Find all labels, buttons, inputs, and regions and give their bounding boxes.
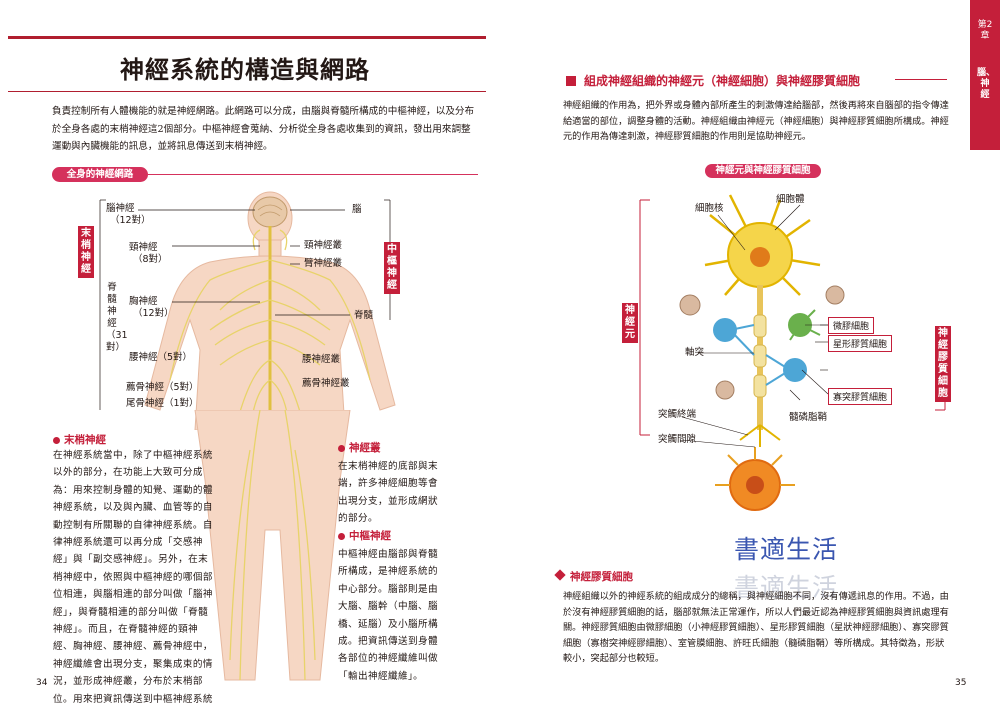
diamond-bullet-icon — [554, 569, 566, 581]
label-synapse: 突觸間隙 — [658, 434, 697, 445]
text-glia: 神經組織以外的神經系統的組成成分的總稱，與神經細胞不同，沒有傳遞訊息的作用。不過… — [563, 591, 949, 664]
bullet-icon — [338, 532, 345, 540]
figure-label-rule — [148, 174, 478, 175]
label-cell-body: 細胞體 — [776, 194, 805, 205]
heading-rule — [895, 79, 947, 80]
tag-neuron: 神經元 — [622, 303, 638, 343]
label-cervical: 頸神經 — [129, 242, 158, 253]
label-spinal-nerve: 脊髓神經 — [107, 282, 117, 329]
label-lumbar: 腰神經（5對） — [129, 352, 193, 363]
label-coccygeal: 尾骨神經（1對） — [126, 398, 199, 409]
heading-central: 中樞神經 — [338, 528, 391, 543]
bullet-icon — [53, 436, 60, 444]
label-cranial: 腦神經 — [106, 203, 135, 214]
square-bullet-icon — [566, 76, 576, 86]
figure-label: 全身的神經網路 — [52, 167, 148, 182]
label-myelin: 髓磷脂鞘 — [789, 412, 828, 423]
section-heading: 組成神經組織的神經元（神經細胞）與神經膠質細胞 — [566, 72, 860, 89]
bullet-icon — [338, 444, 345, 452]
chapter-tab: 第2章 腦、神經 — [970, 0, 1000, 150]
label-thoracic: 胸神經 — [129, 296, 158, 307]
heading-peripheral: 末梢神經 — [53, 432, 106, 447]
watermark: 書適生活 — [734, 535, 839, 564]
heading-glia: 神經膠質細胞 — [554, 569, 633, 584]
page-number-left: 34 — [36, 678, 48, 688]
title-rule — [8, 36, 486, 106]
label-sacral-plexus: 薦骨神經叢 — [302, 378, 350, 389]
label-sacral: 薦骨神經（5對） — [126, 382, 199, 393]
label-terminal: 突觸終端 — [658, 409, 697, 420]
page-number-right: 35 — [955, 678, 967, 688]
label-cranial-count: （12對） — [110, 215, 151, 226]
watermark-shadow: 書適生活 — [734, 573, 839, 602]
neuron-diagram — [639, 194, 946, 511]
label-brachial-plexus: 臂神經叢 — [304, 258, 343, 269]
label-microglia: 微膠細胞 — [828, 317, 875, 334]
tag-glia: 神經膠質細胞 — [935, 326, 951, 402]
right-intro: 神經組織的作用為，把外界或身體內部所產生的刺激傳達給腦部，然後再將來自腦部的指令… — [563, 100, 949, 142]
label-thoracic-count: （12對） — [133, 308, 174, 319]
label-brain: 腦 — [352, 204, 362, 215]
text-peripheral: 在神經系統當中，除了中樞神經系統以外的部分，在功能上大致可分成為：用來控制身體的… — [53, 450, 213, 705]
heading-ganglion: 神經叢 — [338, 440, 381, 455]
tag-central: 中樞神經 — [384, 242, 400, 294]
label-spinal-cord: 脊髓 — [354, 310, 374, 321]
label-oligodendrocyte: 寡突膠質細胞 — [828, 388, 893, 405]
label-lumbar-plexus: 腰神經叢 — [302, 354, 341, 365]
label-nucleus: 細胞核 — [695, 203, 724, 214]
chapter-topic: 腦、神經 — [977, 68, 996, 100]
page-title: 神經系統的構造與網路 — [120, 56, 370, 84]
label-axon: 軸突 — [685, 347, 705, 358]
label-cervical-count: （8對） — [133, 254, 168, 265]
body-legs — [194, 410, 351, 681]
label-spinal-count: （31對） — [106, 330, 128, 353]
figure-label-neuron: 神經元與神經膠質細胞 — [705, 164, 821, 178]
tag-peripheral: 末梢神經 — [78, 226, 94, 278]
label-astrocyte: 星形膠質細胞 — [828, 335, 893, 352]
text-ganglion: 在末梢神經的底部與末端，許多神經細胞等會出現分支，並形成網狀的部分。 — [338, 461, 438, 525]
text-central: 中樞神經由腦部與脊髓所構成，是神經系統的中心部分。腦部則是由大腦、腦幹（中腦、腦… — [338, 549, 438, 682]
label-cervical-plexus: 頸神經叢 — [304, 240, 343, 251]
intro-paragraph: 負責控制所有人體機能的就是神經網路。此網路可以分成，由腦與脊髓所構成的中樞神經，… — [52, 106, 475, 152]
chapter-number: 第2章 — [977, 20, 993, 41]
nervous-system-diagram — [99, 191, 396, 430]
